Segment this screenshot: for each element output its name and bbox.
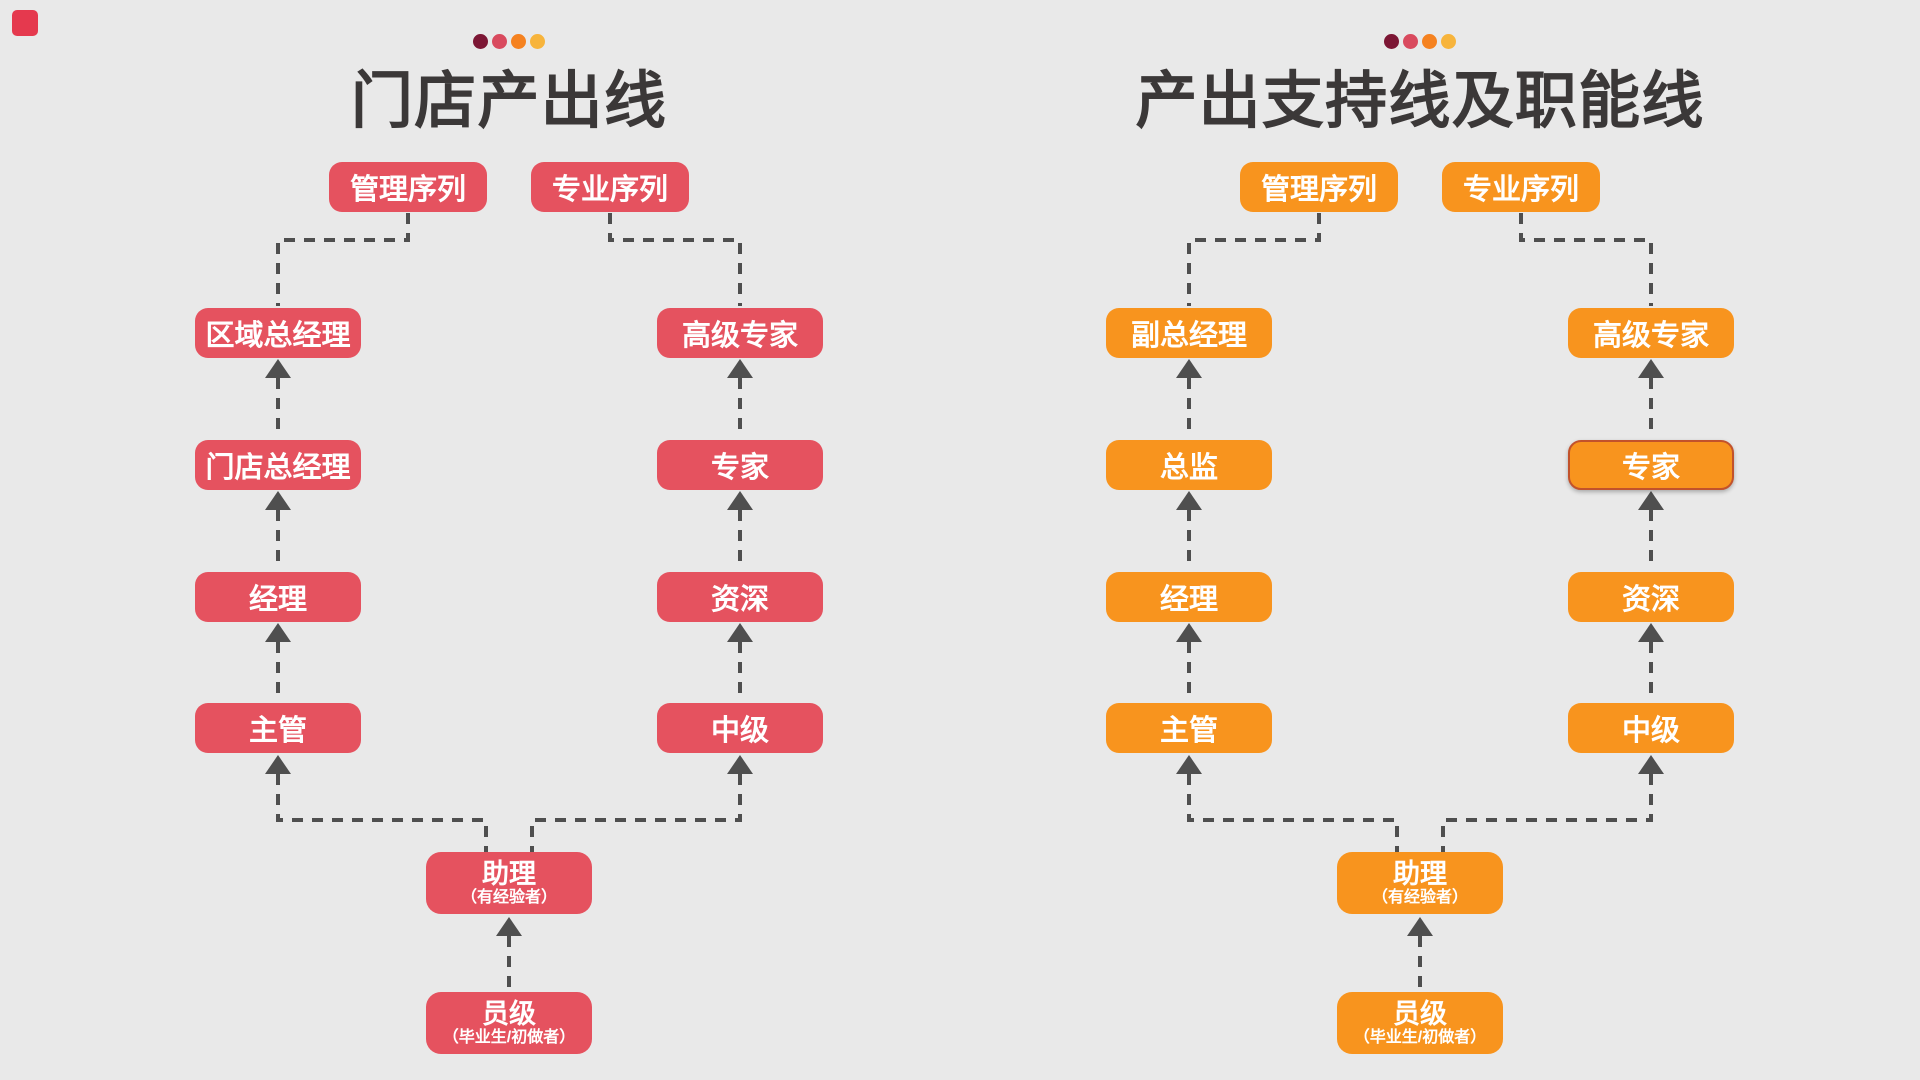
corner-accent-square [12, 10, 38, 36]
decor-dot [1422, 34, 1437, 49]
level-staff: 员级 （毕业生/初做者） [1337, 992, 1503, 1054]
level-manager: 经理 [195, 572, 361, 622]
level-regional-gm: 区域总经理 [195, 308, 361, 358]
level-senior: 资深 [657, 572, 823, 622]
level-assistant-label: 助理 [1393, 858, 1447, 889]
level-director: 总监 [1106, 440, 1272, 490]
decor-dot [1403, 34, 1418, 49]
decor-dots [1384, 34, 1456, 49]
level-supervisor: 主管 [1106, 703, 1272, 753]
level-expert: 专家 [657, 440, 823, 490]
decor-dot [492, 34, 507, 49]
level-intermediate: 中级 [1568, 703, 1734, 753]
level-assistant: 助理 （有经验者） [1337, 852, 1503, 914]
decor-dots [473, 34, 545, 49]
decor-dot [1384, 34, 1399, 49]
level-staff-label: 员级 [1393, 998, 1447, 1029]
level-staff-note: （毕业生/初做者） [442, 1029, 576, 1047]
connector-lines [265, 213, 753, 992]
professional-track-header: 专业序列 [531, 162, 689, 212]
management-track-header: 管理序列 [1240, 162, 1398, 212]
level-staff-label: 员级 [482, 998, 536, 1029]
level-assistant-label: 助理 [482, 858, 536, 889]
decor-dot [1441, 34, 1456, 49]
store-output-line-chart: 门店产出线 管理序列 专业序列 区域总经理 门店总经理 经理 主管 高级专家 专… [49, 0, 969, 1080]
support-function-line-chart: 产出支持线及职能线 管理序列 专业序列 副总经理 总监 经理 主管 高级专家 专… [960, 0, 1880, 1080]
level-intermediate: 中级 [657, 703, 823, 753]
level-assistant: 助理 （有经验者） [426, 852, 592, 914]
connector-lines [1176, 213, 1664, 992]
level-expert-highlighted: 专家 [1568, 440, 1734, 490]
level-supervisor: 主管 [195, 703, 361, 753]
decor-dot [511, 34, 526, 49]
level-staff-note: （毕业生/初做者） [1353, 1029, 1487, 1047]
decor-dot [530, 34, 545, 49]
level-senior-expert: 高级专家 [657, 308, 823, 358]
level-senior-expert: 高级专家 [1568, 308, 1734, 358]
chart-title: 产出支持线及职能线 [1135, 67, 1705, 136]
management-track-header: 管理序列 [329, 162, 487, 212]
level-assistant-note: （有经验者） [1371, 889, 1468, 907]
level-store-gm: 门店总经理 [195, 440, 361, 490]
level-manager: 经理 [1106, 572, 1272, 622]
level-deputy-gm: 副总经理 [1106, 308, 1272, 358]
level-staff: 员级 （毕业生/初做者） [426, 992, 592, 1054]
level-senior: 资深 [1568, 572, 1734, 622]
professional-track-header: 专业序列 [1442, 162, 1600, 212]
decor-dot [473, 34, 488, 49]
level-assistant-note: （有经验者） [460, 889, 557, 907]
chart-title: 门店产出线 [350, 67, 668, 136]
